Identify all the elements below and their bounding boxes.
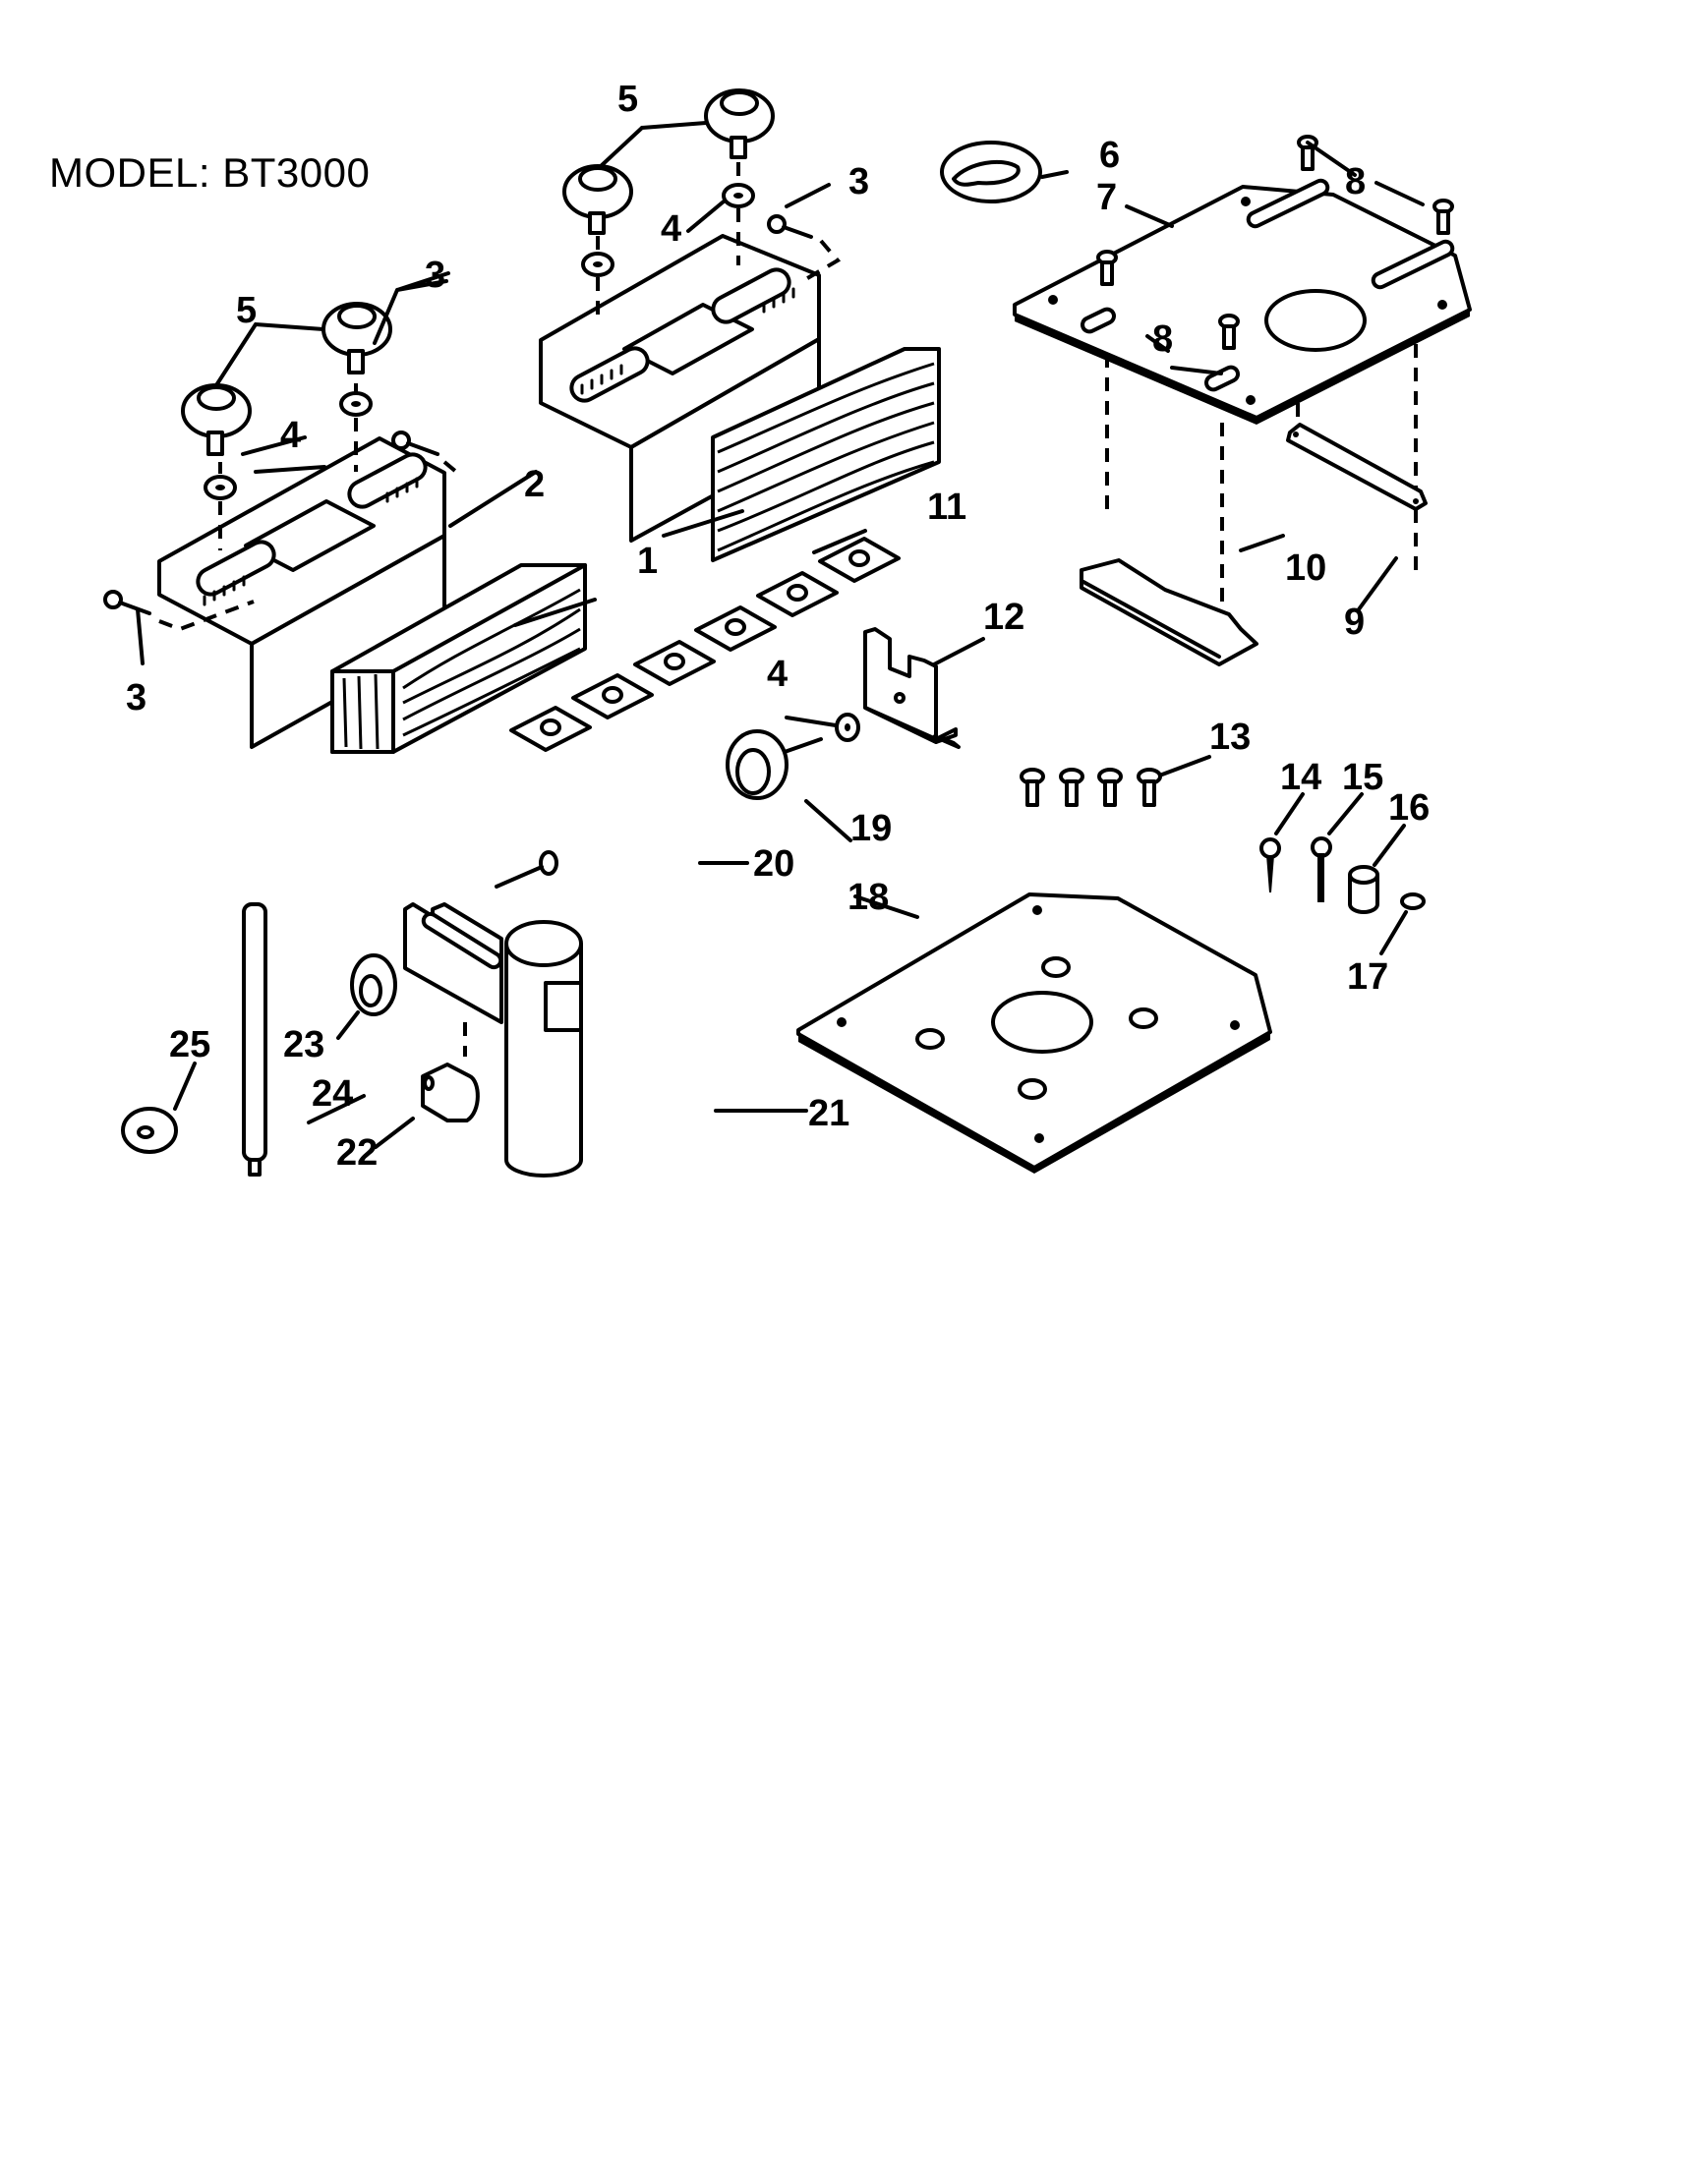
callout-3a: 3 xyxy=(425,255,445,296)
knob-5-right-a xyxy=(562,164,633,235)
clip-bracket-12 xyxy=(863,627,961,749)
callout-4a: 4 xyxy=(280,415,301,456)
callout-5b: 5 xyxy=(617,79,638,120)
screw-3-right xyxy=(767,214,842,282)
washer-4-mid xyxy=(835,713,860,742)
screw-20 xyxy=(495,850,558,889)
callout-8a: 8 xyxy=(1345,161,1366,202)
callout-5a: 5 xyxy=(236,290,257,331)
guard-tube-21 xyxy=(504,920,583,1178)
callout-9: 9 xyxy=(1344,602,1365,643)
callout-8b: 8 xyxy=(1152,318,1173,360)
wood-facing-left xyxy=(330,563,587,754)
callout-18: 18 xyxy=(848,877,889,918)
callout-24: 24 xyxy=(312,1073,353,1115)
callout-4c: 4 xyxy=(767,654,788,695)
washer-25 xyxy=(121,1107,178,1154)
callout-3c: 3 xyxy=(126,677,146,718)
callout-15: 15 xyxy=(1342,757,1383,798)
callout-17: 17 xyxy=(1347,956,1388,998)
washer-4-left xyxy=(204,391,373,500)
callout-10: 10 xyxy=(1285,547,1326,589)
callout-4b: 4 xyxy=(661,208,681,250)
knob-5-left-a xyxy=(181,383,252,456)
knob-5-right-b xyxy=(704,88,775,159)
nut-plates-11 xyxy=(509,537,901,752)
callout-3b: 3 xyxy=(848,161,869,202)
screws-13 xyxy=(1020,768,1162,807)
tube-bracket xyxy=(403,902,503,1024)
callout-2: 2 xyxy=(524,464,545,505)
callout-20: 20 xyxy=(753,843,794,885)
callout-labels: 5 5 3 3 3 4 4 4 2 1 6 7 8 8 9 10 11 12 1… xyxy=(126,79,1430,1174)
model-title: MODEL: BT3000 xyxy=(49,149,371,196)
callout-25: 25 xyxy=(169,1024,210,1065)
machine-screw-15 xyxy=(1311,836,1332,902)
callout-16: 16 xyxy=(1388,787,1430,829)
spacer-16 xyxy=(1348,865,1379,914)
callout-19: 19 xyxy=(850,808,892,849)
keyhole-washer-6 xyxy=(940,141,1042,203)
wood-facing-right xyxy=(711,347,941,562)
knob-19 xyxy=(726,729,823,800)
callout-23: 23 xyxy=(283,1024,324,1065)
leader-lines xyxy=(136,121,1425,1149)
bracket-10 xyxy=(1080,558,1258,666)
callout-13: 13 xyxy=(1209,717,1251,758)
wood-screw-14 xyxy=(1259,837,1281,892)
callout-12: 12 xyxy=(983,597,1024,638)
washer-4-right xyxy=(581,183,755,277)
callout-11: 11 xyxy=(927,487,966,528)
base-plate-18 xyxy=(796,892,1272,1174)
bar-9 xyxy=(1286,423,1428,511)
callout-6: 6 xyxy=(1099,135,1120,176)
screw-3-left xyxy=(103,431,464,632)
callout-1: 1 xyxy=(637,541,658,582)
clamp-22 xyxy=(421,1063,480,1122)
router-plate-7 xyxy=(1013,178,1472,425)
callout-21: 21 xyxy=(808,1093,849,1134)
callout-22: 22 xyxy=(336,1132,378,1174)
knob-5-left-b xyxy=(321,302,392,374)
washer-17 xyxy=(1400,892,1426,910)
callout-7: 7 xyxy=(1096,177,1117,218)
callout-14: 14 xyxy=(1280,757,1321,798)
knob-23 xyxy=(350,953,397,1016)
screw-8 xyxy=(1096,135,1454,350)
post-24 xyxy=(242,902,267,1177)
fence-bracket-left xyxy=(157,436,446,749)
